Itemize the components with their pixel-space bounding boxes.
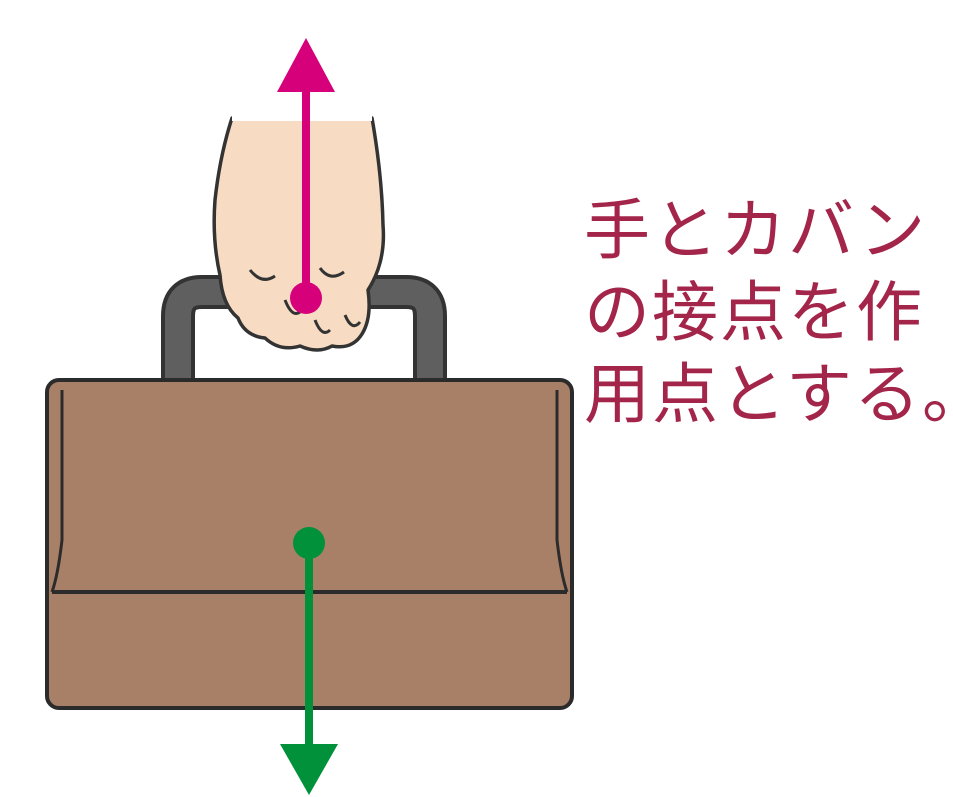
action-point-dot: [290, 282, 322, 314]
hand-knuckle-3: [318, 267, 345, 278]
hand-knuckle-2: [283, 299, 301, 315]
arrow-up-icon: [277, 38, 335, 314]
caption-line: 手とカバン: [584, 192, 928, 269]
arrow-down-icon: [280, 527, 338, 795]
caption-line: 用点とする。: [584, 356, 953, 433]
bag-flap-left-edge: [50, 390, 64, 593]
hand-knuckle-5: [343, 314, 362, 328]
caption-line: の接点を作: [584, 274, 924, 351]
center-of-gravity-dot: [293, 527, 325, 559]
hand-gripping-icon: [212, 115, 386, 352]
hand-knuckle-4: [313, 319, 332, 334]
hand-knuckle-1: [248, 269, 276, 281]
caption-text: 手とカバン の接点を作 用点とする。: [584, 190, 953, 436]
bag-flap-right-edge: [555, 390, 569, 593]
upward-force-head: [277, 38, 335, 92]
hand-outline: [212, 116, 386, 352]
downward-force-head: [280, 744, 338, 795]
